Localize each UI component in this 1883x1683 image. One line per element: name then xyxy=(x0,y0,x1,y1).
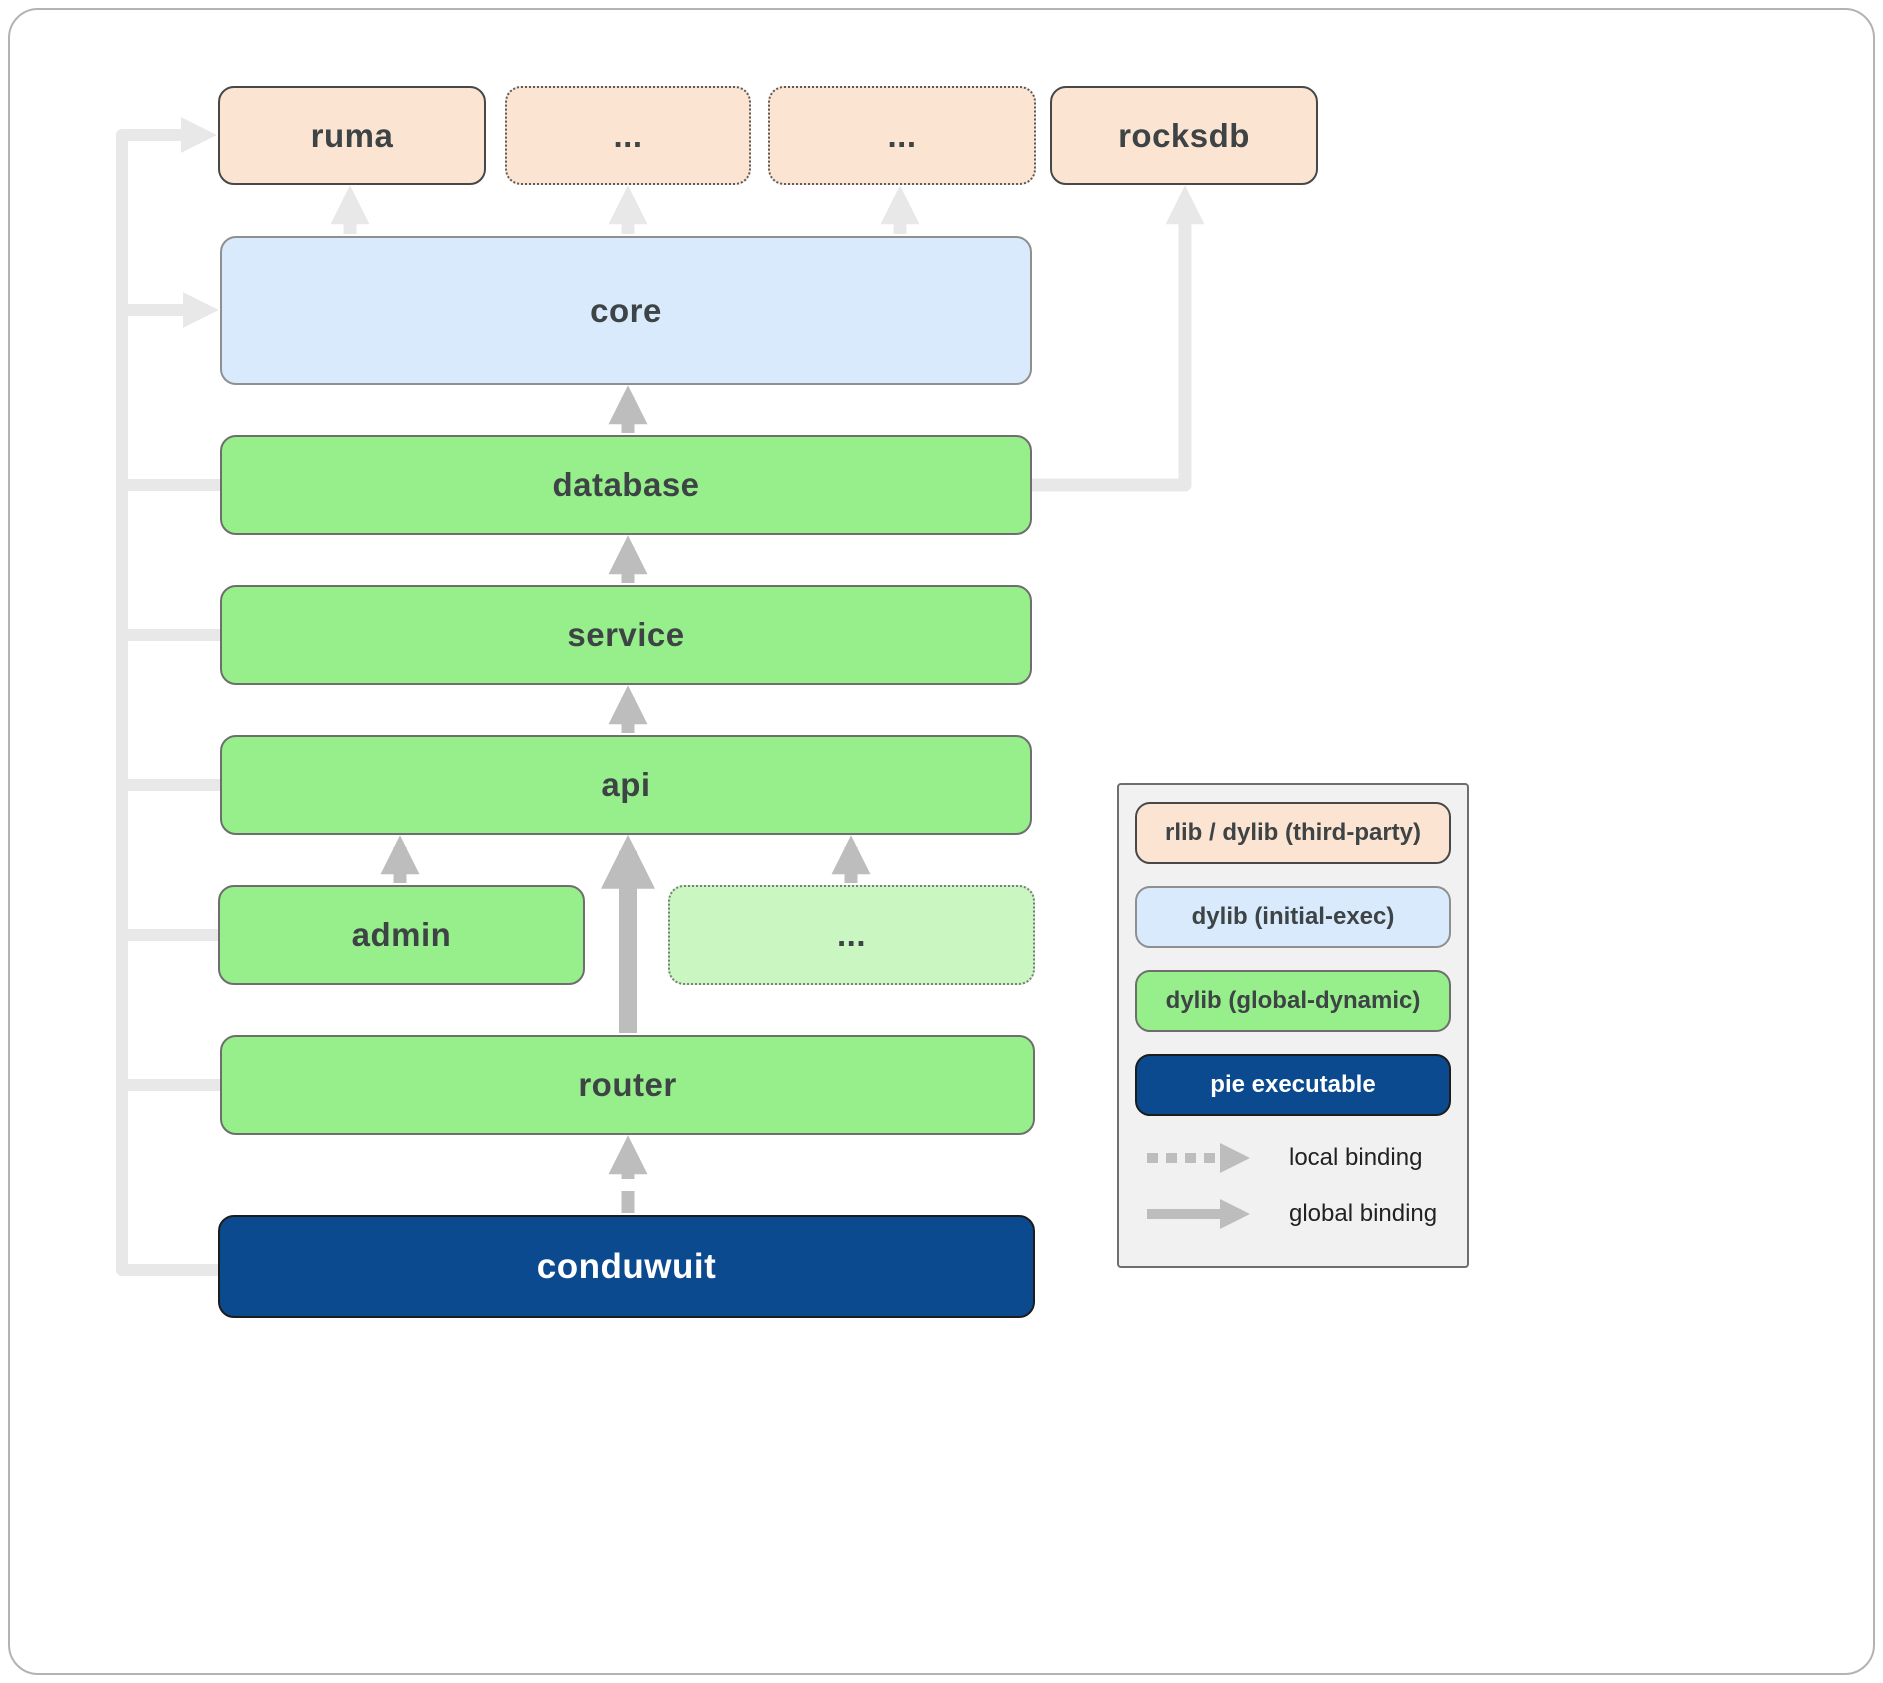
legend-binding-label: local binding xyxy=(1289,1144,1423,1171)
node-api: api xyxy=(220,735,1032,835)
node-label: ... xyxy=(613,116,643,154)
legend-item-label: dylib (global-dynamic) xyxy=(1165,987,1421,1014)
node-router: router xyxy=(220,1035,1035,1135)
legend-item-global-dynamic: dylib (global-dynamic) xyxy=(1135,970,1451,1032)
node-ellipsis-middle: ... xyxy=(668,885,1035,985)
node-label: ruma xyxy=(310,116,394,154)
node-service: service xyxy=(220,585,1032,685)
legend-item-pie-executable: pie executable xyxy=(1135,1054,1451,1116)
node-label: router xyxy=(578,1066,677,1103)
node-label: conduwuit xyxy=(536,1246,717,1286)
node-ruma: ruma xyxy=(218,86,486,185)
legend-local-binding: local binding xyxy=(1135,1138,1451,1178)
edge-conduwuit-trunk xyxy=(116,117,218,1276)
node-label: service xyxy=(567,616,685,653)
legend-binding-label: global binding xyxy=(1289,1200,1438,1227)
node-ellipsis-top-right: ... xyxy=(768,86,1036,185)
node-label: ... xyxy=(887,116,917,154)
node-database: database xyxy=(220,435,1032,535)
global-binding-arrow-icon xyxy=(1147,1199,1251,1229)
legend-item-third-party: rlib / dylib (third-party) xyxy=(1135,802,1451,864)
node-label: rocksdb xyxy=(1118,116,1250,154)
node-label: core xyxy=(590,291,662,329)
legend-item-label: dylib (initial-exec) xyxy=(1191,903,1395,930)
edge-database-rocksdb xyxy=(1032,185,1205,492)
node-label: ... xyxy=(836,916,866,953)
node-core: core xyxy=(220,236,1032,385)
local-binding-arrow-icon xyxy=(1147,1143,1251,1173)
node-admin: admin xyxy=(218,885,585,985)
node-rocksdb: rocksdb xyxy=(1050,86,1318,185)
legend-item-label: pie executable xyxy=(1210,1071,1376,1098)
node-ellipsis-top-left: ... xyxy=(505,86,751,185)
legend-item-initial-exec: dylib (initial-exec) xyxy=(1135,886,1451,948)
legend: rlib / dylib (third-party) dylib (initia… xyxy=(1117,783,1469,1268)
node-label: database xyxy=(552,466,700,503)
node-label: api xyxy=(601,766,651,803)
node-label: admin xyxy=(351,916,452,953)
legend-item-label: rlib / dylib (third-party) xyxy=(1165,819,1421,846)
legend-global-binding: global binding xyxy=(1135,1194,1451,1234)
node-conduwuit: conduwuit xyxy=(218,1215,1035,1318)
